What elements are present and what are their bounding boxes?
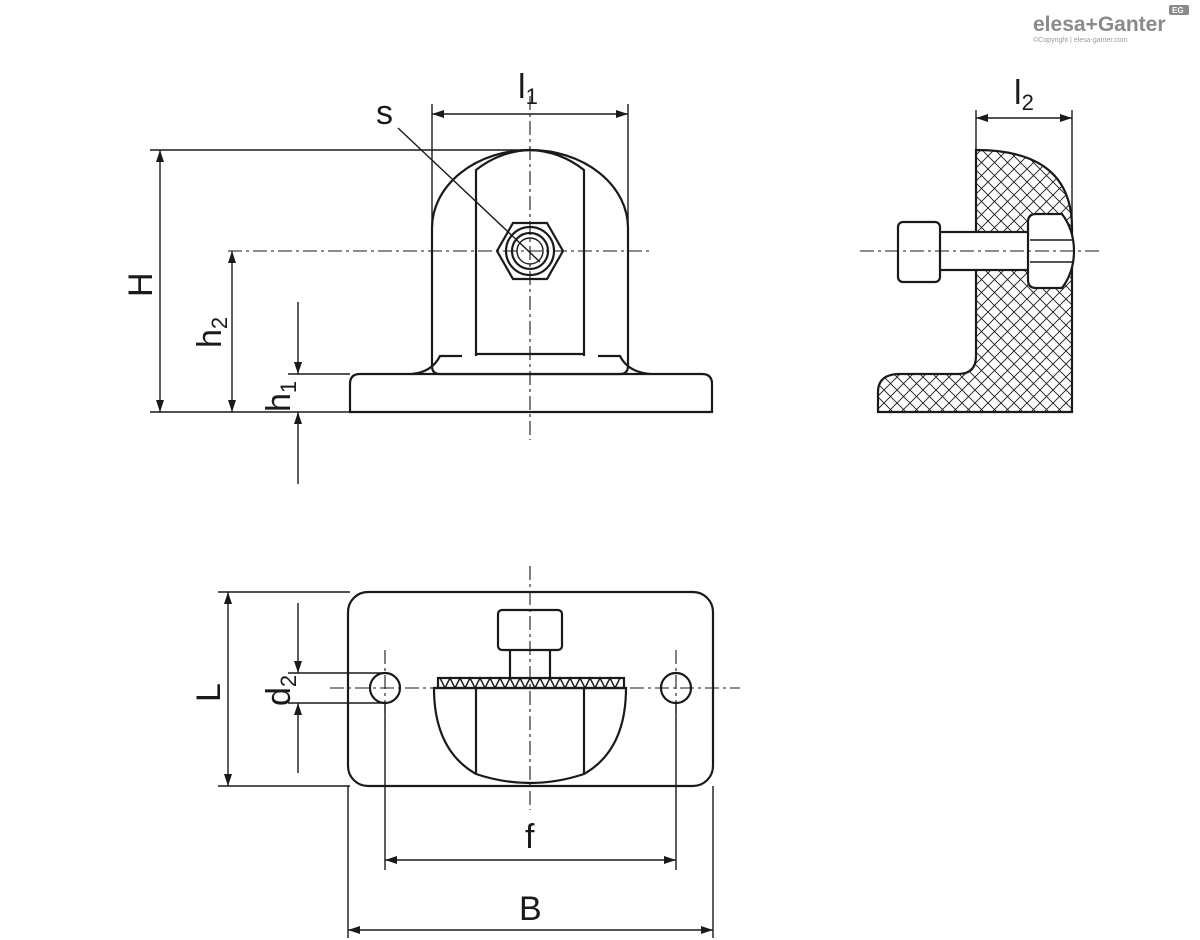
dimension-f: f [384,703,677,870]
side-view [860,148,1100,414]
label-L: L [190,683,228,702]
dimension-h2: h2 [191,251,236,412]
side-section-body [876,148,1074,414]
label-H: H [122,272,160,297]
dimension-L: L [190,591,350,787]
label-d2: d2 [260,675,301,706]
bolt-head [896,220,942,284]
front-slot-right [529,148,586,356]
front-base-plate [348,372,714,414]
label-l2: l2 [1014,74,1034,115]
dimension-H: H [122,149,530,413]
label-f: f [525,818,535,856]
brand-name: elesa+Ganter [1033,13,1166,36]
brand-logo: elesa+Ganter ©Copyright | elesa-ganter.c… [1033,5,1189,44]
top-half-round-body [432,686,628,785]
label-l1: l1 [518,68,538,109]
front-fillet-left [411,354,462,376]
dimension-h1: h1 [260,302,350,484]
brand-copyright: ©Copyright | elesa-ganter.com [1033,36,1128,44]
label-B: B [519,890,542,928]
dimension-l2: l2 [975,74,1073,228]
label-h1: h1 [260,381,301,412]
brand-badge [1169,5,1189,15]
brand-badge-text: EG [1172,6,1184,15]
top-view [330,566,740,810]
dimension-B: B [347,786,714,938]
label-s: s [376,94,393,132]
dimension-l1: l1 [431,68,629,228]
label-h2: h2 [191,317,232,348]
front-fillet-right [598,354,651,376]
dimension-d2: d2 [260,603,385,773]
